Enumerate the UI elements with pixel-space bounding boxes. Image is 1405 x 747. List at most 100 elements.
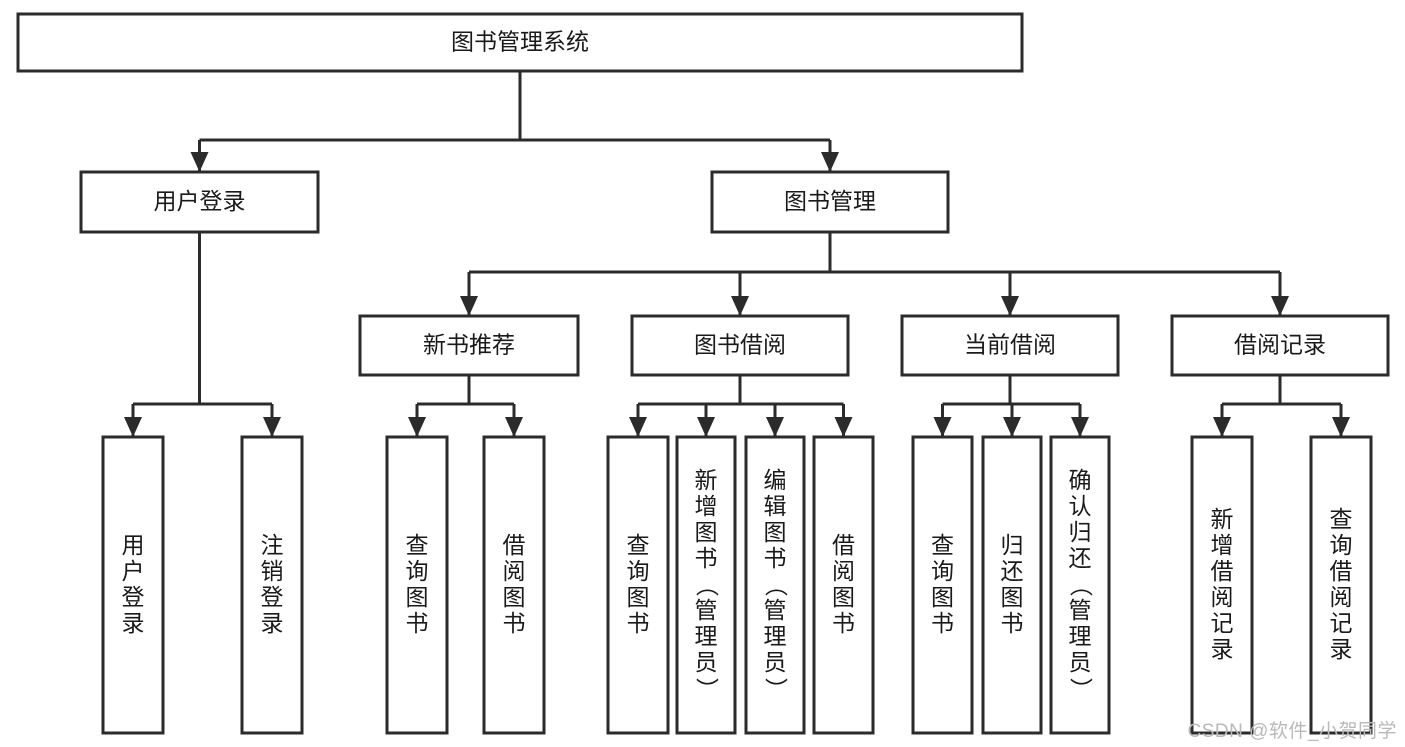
node-label-char: 记 <box>1330 610 1353 636</box>
node-label-char: 书 <box>764 545 787 571</box>
node-用户登录[interactable]: 用户登录 <box>79 170 320 234</box>
node-box <box>675 435 737 735</box>
node-label-char: 借 <box>1211 558 1234 584</box>
arrow-head-icon <box>821 152 839 172</box>
node-label-char: 辑 <box>764 493 787 519</box>
node-label-char: 书 <box>832 610 855 636</box>
node-label-char: 录 <box>122 610 145 636</box>
node-label-char: ） <box>694 678 720 701</box>
node-box <box>630 314 850 377</box>
node-图书借阅[interactable]: 图书借阅 <box>630 314 850 377</box>
arrow-head-icon <box>1003 417 1021 437</box>
arrow-head-icon <box>697 417 715 437</box>
node-label-char: 询 <box>931 558 954 584</box>
node-label-char: 查 <box>627 532 650 558</box>
node-label: 借阅记录 <box>1234 332 1326 358</box>
node-用户登录[interactable]: 用户登录 <box>101 435 165 735</box>
node-label-char: 查 <box>931 532 954 558</box>
node-label-char: 询 <box>1330 532 1353 558</box>
node-新书推荐[interactable]: 新书推荐 <box>358 314 580 377</box>
arrow-head-icon <box>408 417 426 437</box>
node-label-char: 书 <box>1001 610 1024 636</box>
arrow-head-icon <box>731 296 749 316</box>
node-label-char: 阅 <box>503 558 526 584</box>
node-label-char: 查 <box>1330 506 1353 532</box>
node-label-char: 员 <box>1069 649 1092 675</box>
arrow-head-icon <box>1271 296 1289 316</box>
node-box <box>385 435 449 735</box>
node-label-char: 编 <box>764 467 787 493</box>
arrow-head-icon <box>1332 417 1350 437</box>
node-label: 新书推荐 <box>423 332 515 358</box>
node-label: 用户登录 <box>154 188 246 214</box>
csdn-watermark: CSDN @软件_小贺同学 <box>1187 721 1397 742</box>
node-box <box>1309 435 1373 735</box>
node-label-char: 图 <box>764 519 787 545</box>
node-label-char: 理 <box>764 623 787 649</box>
node-label-char: 书 <box>406 610 429 636</box>
node-label-char: 理 <box>1069 623 1092 649</box>
arrow-head-icon <box>1001 296 1019 316</box>
node-label-char: （ <box>694 574 720 597</box>
node-label-char: 询 <box>627 558 650 584</box>
node-label-char: 注 <box>261 532 284 558</box>
node-label-char: ） <box>1068 678 1094 701</box>
node-label-char: 管 <box>695 597 718 623</box>
arrow-head-icon <box>1071 417 1089 437</box>
node-label-char: 新 <box>695 467 718 493</box>
node-label-char: 图 <box>832 584 855 610</box>
arrow-head-icon <box>263 417 281 437</box>
node-label-char: 用 <box>122 532 145 558</box>
node-label-char: 管 <box>764 597 787 623</box>
node-label-char: 员 <box>695 649 718 675</box>
node-label-char: 增 <box>695 493 718 519</box>
node-label-char: 阅 <box>1211 584 1234 610</box>
arrow-head-icon <box>505 417 523 437</box>
node-label-char: 图 <box>1001 584 1024 610</box>
connectors-layer <box>124 71 1350 437</box>
node-box <box>710 170 950 234</box>
node-label-char: 增 <box>1211 532 1234 558</box>
node-label-char: 书 <box>931 610 954 636</box>
node-box <box>482 435 546 735</box>
node-当前借阅[interactable]: 当前借阅 <box>900 314 1120 377</box>
node-label-char: ） <box>763 678 789 701</box>
node-box <box>900 314 1120 377</box>
node-label-char: 录 <box>1330 636 1353 662</box>
node-label-char: 阅 <box>832 558 855 584</box>
node-label-char: 员 <box>764 649 787 675</box>
node-box <box>1049 435 1111 735</box>
node-box <box>358 314 580 377</box>
arrow-head-icon <box>124 417 142 437</box>
node-box <box>79 170 320 234</box>
node-图书管理[interactable]: 图书管理 <box>710 170 950 234</box>
node-label-char: 销 <box>261 558 284 584</box>
node-图书管理系统[interactable]: 图书管理系统 <box>16 12 1024 73</box>
node-label-char: 图 <box>627 584 650 610</box>
node-label-char: 借 <box>832 532 855 558</box>
node-label-char: 图 <box>931 584 954 610</box>
node-label-char: 询 <box>406 558 429 584</box>
node-label-char: 户 <box>122 558 145 584</box>
node-label-char: 书 <box>695 545 718 571</box>
node-借阅记录[interactable]: 借阅记录 <box>1170 314 1390 377</box>
node-label-char: 图 <box>503 584 526 610</box>
node-box <box>981 435 1043 735</box>
nodes-layer: 图书管理系统用户登录用户登录注销登录图书管理新书推荐查询图书借阅图书图书借阅查询… <box>16 12 1390 735</box>
node-box <box>606 435 670 735</box>
node-label-char: 新 <box>1211 506 1234 532</box>
node-box <box>911 435 974 735</box>
